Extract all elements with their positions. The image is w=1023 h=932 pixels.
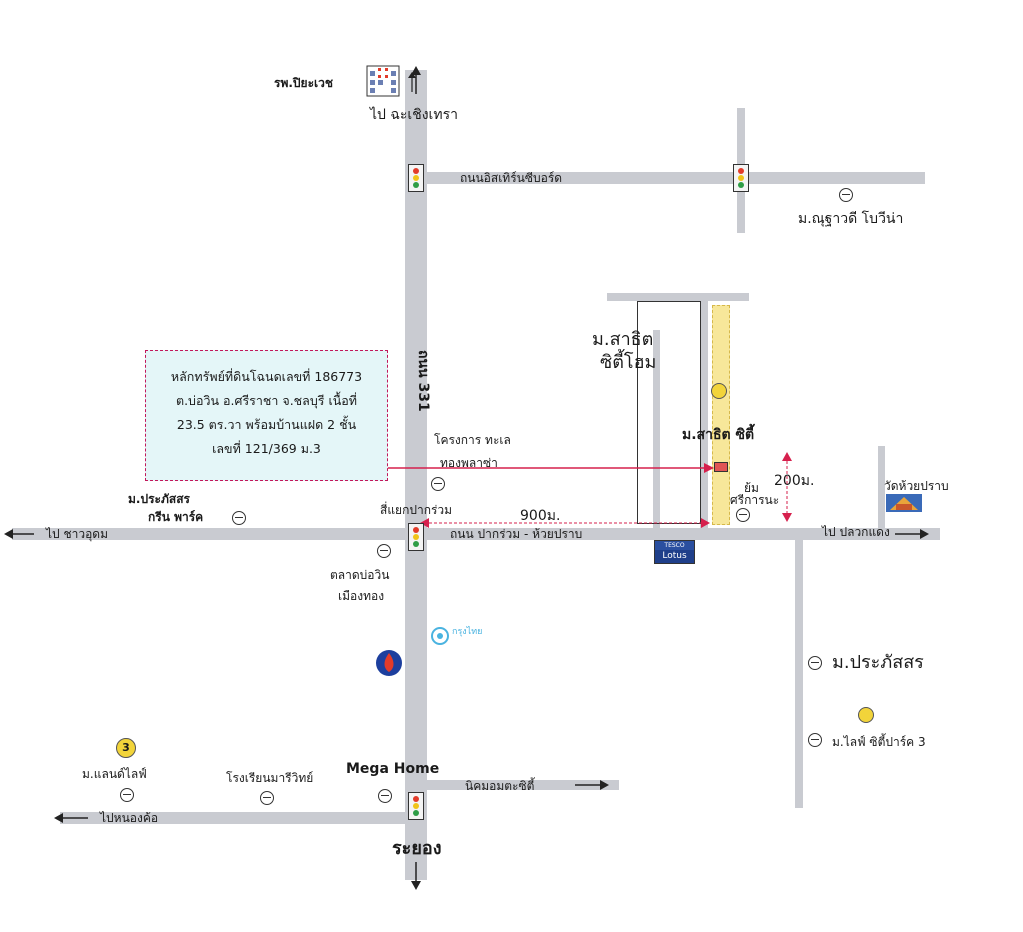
amata-arrow-icon <box>575 780 609 790</box>
sign-sriraja-label: ศรีการนะ <box>730 493 780 507</box>
distance-900-label: 900ม. <box>520 508 561 524</box>
landmark-icon <box>260 791 274 805</box>
village-prasatsorn-label: ม.ประภัสสร <box>832 652 924 673</box>
pointer-arrow-icon <box>386 463 714 473</box>
village-prasatsorn-green-label-2: กรีน พาร์ค <box>148 510 204 524</box>
road-south-branch <box>795 540 803 808</box>
property-marker <box>714 462 728 472</box>
south-arrow-icon <box>411 862 421 890</box>
landmark-icon <box>839 188 853 202</box>
lotus-top-label: TESCO <box>655 541 694 550</box>
west-arrow-icon <box>4 529 34 539</box>
property-info-box: หลักทรัพย์ที่ดินโฉนดเลขที่ 186773 ต.บ่อว… <box>145 350 388 481</box>
intersection-pakruam-label: สี่แยกปากร่วม <box>380 503 453 517</box>
badge-icon <box>858 707 874 723</box>
village-land-life-label: ม.แลนด์ไลฟ์ <box>82 767 147 781</box>
village-life-city-label: ม.ไลฟ์ ซิตี้ปาร์ค 3 <box>832 735 926 749</box>
project-thale-label: โครงการ ทะเล <box>434 433 511 447</box>
road-eastern-seaboard <box>405 172 925 184</box>
distance-900-arrow-icon <box>420 518 710 528</box>
market-bowin-label-1: ตลาดบ่อวิน <box>330 568 390 582</box>
landmark-icon <box>377 544 391 558</box>
distance-200-arrow-icon <box>782 452 792 522</box>
school-label: โรงเรียนมารีวิทย์ <box>226 771 314 785</box>
village-sasit-city-label: ม.สาธิต ซิตี้ <box>682 427 755 443</box>
traffic-light-icon <box>408 523 424 551</box>
landmark-icon <box>232 511 246 525</box>
mega-home-label: Mega Home <box>346 761 440 777</box>
road-sasit-top <box>607 293 749 301</box>
to-chachoengsao-label: ไป ฉะเชิงเทรา <box>370 107 458 123</box>
rayong-label: ระยอง <box>392 838 442 859</box>
badge-icon <box>711 383 727 399</box>
sign-left-label: ย้ม <box>744 481 759 495</box>
industrial-estate-label: นิคมอมตะซิตี้ <box>465 779 535 793</box>
krungthai-label: กรุงไทย <box>452 627 483 637</box>
road-pakruam-huaiprap <box>12 528 940 540</box>
landmark-icon <box>378 789 392 803</box>
badge-3-icon: 3 <box>116 738 136 758</box>
hospital-arrow-icon <box>408 72 416 92</box>
info-line: เลขที่ 121/369 ม.3 <box>212 441 321 456</box>
landmark-icon <box>808 733 822 747</box>
gas-station-icon <box>376 650 402 676</box>
lotus-icon: TESCO Lotus <box>654 540 695 564</box>
road-temple-stub <box>878 446 885 530</box>
badge-3-label: 3 <box>122 741 130 754</box>
hospital-label: รพ.ปิยะเวช <box>274 76 333 90</box>
eastern-seaboard-road-label: ถนนอิสเทิร์นซีบอร์ด <box>460 171 563 185</box>
landmark-icon <box>808 656 822 670</box>
to-pluak-daeng-label: ไป ปลวกแดง <box>822 525 890 539</box>
highlight-strip <box>712 305 730 525</box>
road-nong-kho <box>60 812 427 824</box>
temple-label: วัดห้วยปราบ <box>884 479 949 493</box>
east-arrow-icon <box>895 529 929 539</box>
village-nusawadee-label: ม.ณุฐาวดี โบวีน่า <box>798 211 904 227</box>
info-line: ต.บ่อวิน อ.ศรีราชา จ.ชลบุรี เนื้อที่ <box>175 393 358 408</box>
landmark-icon <box>431 477 445 491</box>
road-sasit-side <box>700 301 708 528</box>
landmark-icon <box>736 508 750 522</box>
distance-200-label: 200ม. <box>774 473 815 489</box>
village-sasit-home-label-1: ม.สาธิต <box>592 329 654 350</box>
to-nong-kho-label: ไปหนองค้อ <box>100 811 159 825</box>
landmark-icon <box>120 788 134 802</box>
village-prasatsorn-green-label-1: ม.ประภัสสร <box>128 492 190 506</box>
market-bowin-label-2: เมืองทอง <box>338 589 385 603</box>
traffic-light-icon <box>408 792 424 820</box>
road-331-label: ถนน 331 <box>415 350 431 412</box>
project-thale-label-2: ทองพลาซ่า <box>440 456 498 470</box>
road-amata <box>427 780 619 790</box>
north-arrow-icon <box>411 66 421 94</box>
krungthai-logo-icon <box>431 627 449 645</box>
traffic-light-icon <box>733 164 749 192</box>
road-sasit-inner <box>653 330 660 528</box>
road-331 <box>405 70 427 880</box>
info-line: 23.5 ตร.วา พร้อมบ้านแฝด 2 ชั้น <box>176 417 357 432</box>
village-sasit-home-label-2: ซิตี้โฮม <box>600 352 657 373</box>
nong-kho-arrow-icon <box>54 813 88 823</box>
traffic-light-icon <box>408 164 424 192</box>
info-line: หลักทรัพย์ที่ดินโฉนดเลขที่ 186773 <box>170 369 363 384</box>
temple-icon <box>886 494 922 512</box>
hospital-icon <box>366 65 400 97</box>
to-ban-bueng-label: ไป ชาวอุดม <box>46 527 108 541</box>
road-pakruam-label: ถนน ปากร่วม - ห้วยปราบ <box>450 527 583 541</box>
lotus-label: Lotus <box>655 550 694 563</box>
